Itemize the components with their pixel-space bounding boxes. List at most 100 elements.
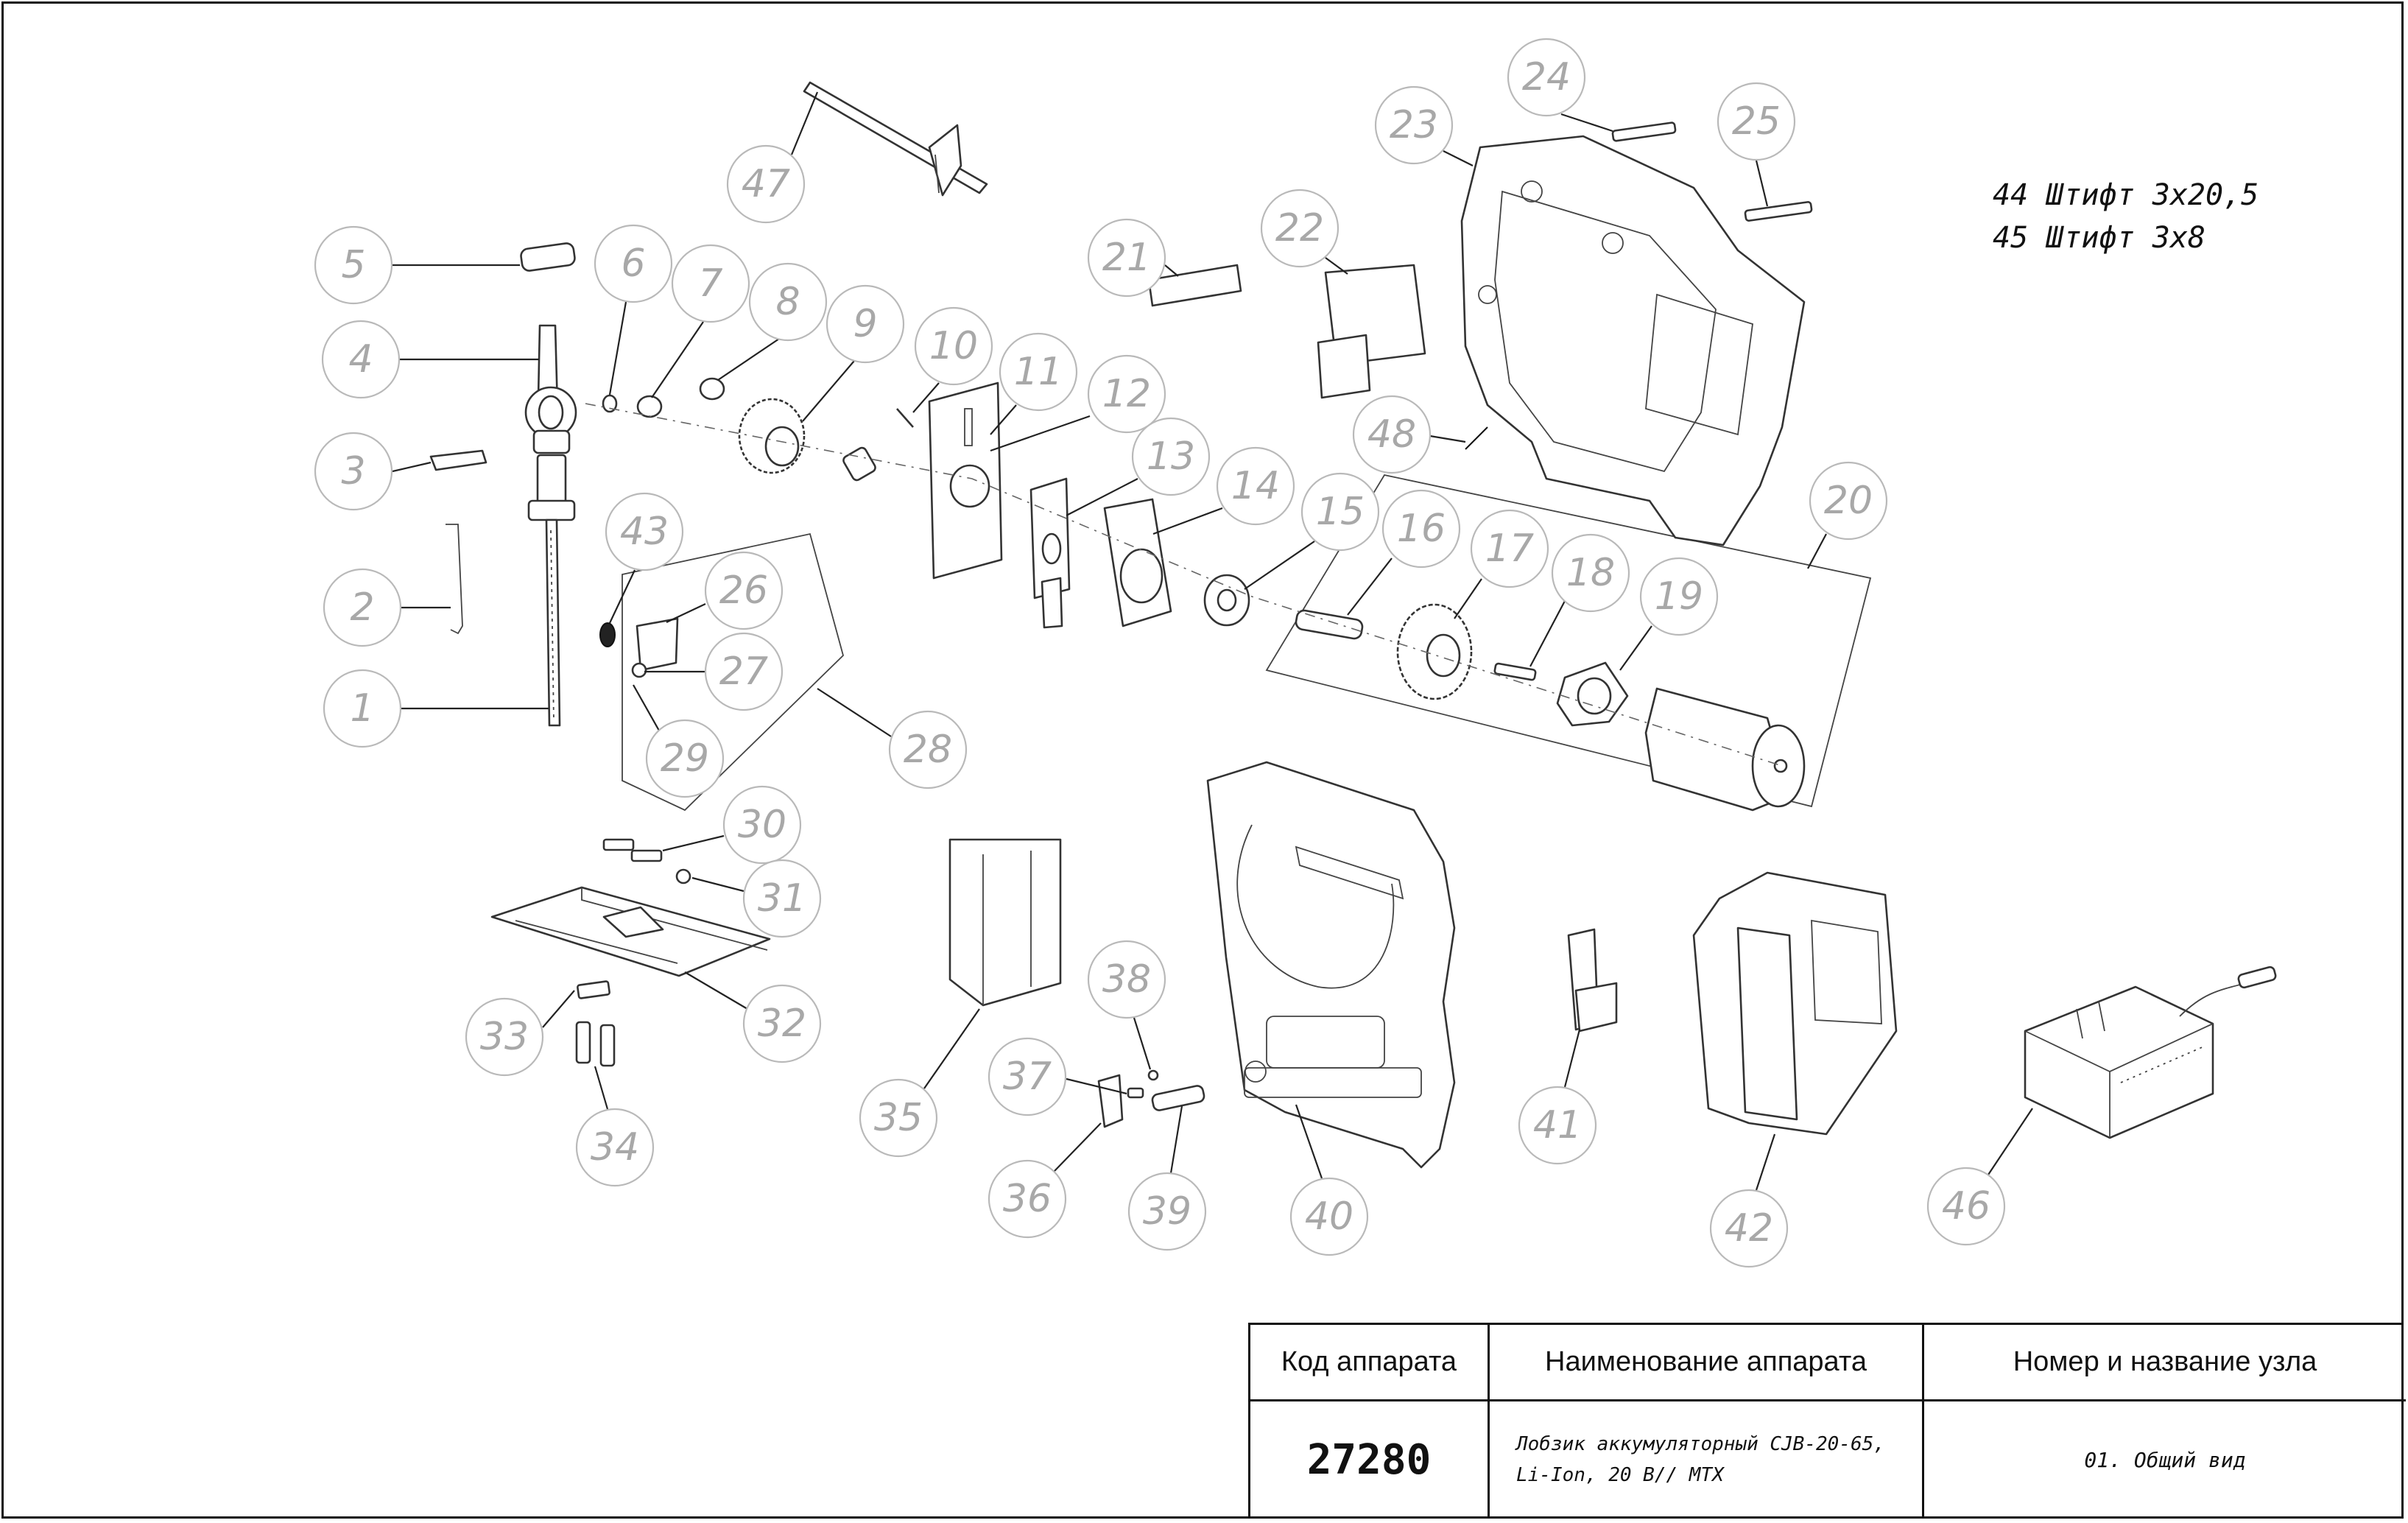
- callout-circle-5: [314, 225, 393, 305]
- leader-line-22: [1325, 257, 1348, 275]
- part-32-base-plate: [490, 886, 771, 977]
- callout-29: 29: [645, 719, 725, 798]
- part-7-washer: [636, 395, 663, 418]
- callout-circle-3: [314, 432, 393, 511]
- callout-8: 8: [748, 262, 828, 342]
- callout-label-4: 4: [348, 337, 373, 381]
- callout-37: 37: [988, 1037, 1067, 1116]
- device-name-line-1: Лобзик аккумуляторный CJB-20-65,: [1516, 1432, 1885, 1455]
- callout-2: 2: [323, 568, 402, 647]
- callout-22: 22: [1260, 189, 1339, 268]
- callout-33: 33: [465, 997, 544, 1077]
- callout-circle-26: [704, 551, 784, 630]
- callout-label-8: 8: [775, 280, 800, 324]
- callout-31: 31: [742, 859, 822, 938]
- motor: [1644, 687, 1806, 812]
- part-16-shaft: [1295, 609, 1364, 640]
- part-43-screw: [599, 622, 616, 647]
- leader-line-35: [923, 1008, 980, 1089]
- callout-circle-23: [1374, 85, 1454, 165]
- part-15-bearing: [1203, 574, 1250, 627]
- leader-line-20: [1807, 533, 1827, 569]
- callout-13: 13: [1131, 417, 1211, 496]
- callout-label-43: 43: [620, 510, 669, 554]
- leader-line-10: [912, 382, 940, 413]
- callout-label-11: 11: [1014, 350, 1063, 394]
- callout-circle-39: [1127, 1172, 1207, 1251]
- callout-circle-11: [999, 332, 1078, 412]
- leader-line-41: [1563, 1029, 1581, 1088]
- callout-4: 4: [321, 320, 401, 399]
- callout-15: 15: [1300, 472, 1380, 552]
- callout-circle-40: [1289, 1177, 1369, 1256]
- part-9-gear: [738, 398, 806, 474]
- leader-line-38: [1133, 1017, 1152, 1070]
- callout-circle-7: [671, 244, 750, 323]
- part-40-body-housing: [1206, 761, 1456, 1169]
- callout-5: 5: [314, 225, 393, 305]
- callout-label-30: 30: [738, 803, 786, 847]
- callout-circle-30: [722, 785, 802, 865]
- callout-circle-27: [704, 632, 784, 711]
- callout-circle-6: [594, 224, 673, 303]
- leader-line-11: [990, 404, 1017, 435]
- callout-circle-48: [1352, 395, 1432, 474]
- callout-label-34: 34: [591, 1125, 639, 1169]
- callout-circle-36: [988, 1159, 1067, 1239]
- callout-label-36: 36: [1003, 1177, 1052, 1221]
- callout-label-41: 41: [1533, 1103, 1582, 1147]
- callout-7: 7: [671, 244, 750, 323]
- part-42-battery: [1692, 871, 1898, 1136]
- callout-label-13: 13: [1147, 435, 1195, 479]
- callout-39: 39: [1127, 1172, 1207, 1251]
- leader-line-6: [608, 301, 627, 395]
- callout-circle-14: [1216, 446, 1295, 526]
- callout-circle-32: [742, 984, 822, 1063]
- leader-line-24: [1560, 113, 1613, 133]
- leader-line-26: [666, 603, 706, 623]
- callout-circle-34: [575, 1108, 655, 1187]
- leader-line-18: [1529, 600, 1566, 667]
- callout-circle-1: [323, 669, 402, 748]
- leader-line-9: [802, 360, 855, 422]
- part-48-screw: [1465, 426, 1488, 450]
- part-24-screw: [1611, 122, 1677, 142]
- part-33-plate: [577, 980, 610, 999]
- leader-line-8: [717, 338, 780, 381]
- leader-line-13: [1066, 478, 1138, 516]
- callout-41: 41: [1518, 1086, 1597, 1165]
- callout-label-25: 25: [1732, 99, 1781, 144]
- part-20-motor-group-frame: [1265, 474, 1872, 808]
- callout-label-39: 39: [1143, 1189, 1191, 1234]
- callout-circle-19: [1639, 557, 1719, 636]
- part-28-group-outline: [622, 532, 845, 812]
- callout-25: 25: [1717, 82, 1796, 161]
- callout-circle-35: [859, 1078, 938, 1158]
- callout-3: 3: [314, 432, 393, 511]
- callout-label-47: 47: [742, 162, 790, 206]
- leader-line-15: [1244, 541, 1315, 590]
- leader-line-32: [684, 971, 748, 1010]
- callout-30: 30: [722, 785, 802, 865]
- callout-19: 19: [1639, 557, 1719, 636]
- leader-line-21: [1164, 264, 1179, 277]
- callout-34: 34: [575, 1108, 655, 1187]
- callout-16: 16: [1381, 489, 1461, 569]
- leader-line-39: [1169, 1105, 1183, 1174]
- callout-label-31: 31: [758, 876, 806, 921]
- callout-label-32: 32: [758, 1002, 806, 1046]
- callout-38: 38: [1087, 940, 1166, 1019]
- callout-label-27: 27: [719, 650, 768, 694]
- callout-18: 18: [1551, 533, 1630, 613]
- part-23-housing-half: [1460, 135, 1806, 546]
- leader-line-42: [1755, 1133, 1776, 1191]
- callout-12: 12: [1087, 354, 1166, 434]
- device-name-line-2: Li-Ion, 20 В// MTX: [1516, 1463, 1724, 1486]
- leader-line-14: [1152, 507, 1223, 535]
- callout-circle-22: [1260, 189, 1339, 268]
- part-26-27-clamp: [631, 617, 679, 678]
- leader-line-34: [594, 1066, 609, 1110]
- callout-circle-17: [1470, 509, 1549, 588]
- callout-label-6: 6: [621, 242, 645, 286]
- callout-label-15: 15: [1316, 490, 1365, 534]
